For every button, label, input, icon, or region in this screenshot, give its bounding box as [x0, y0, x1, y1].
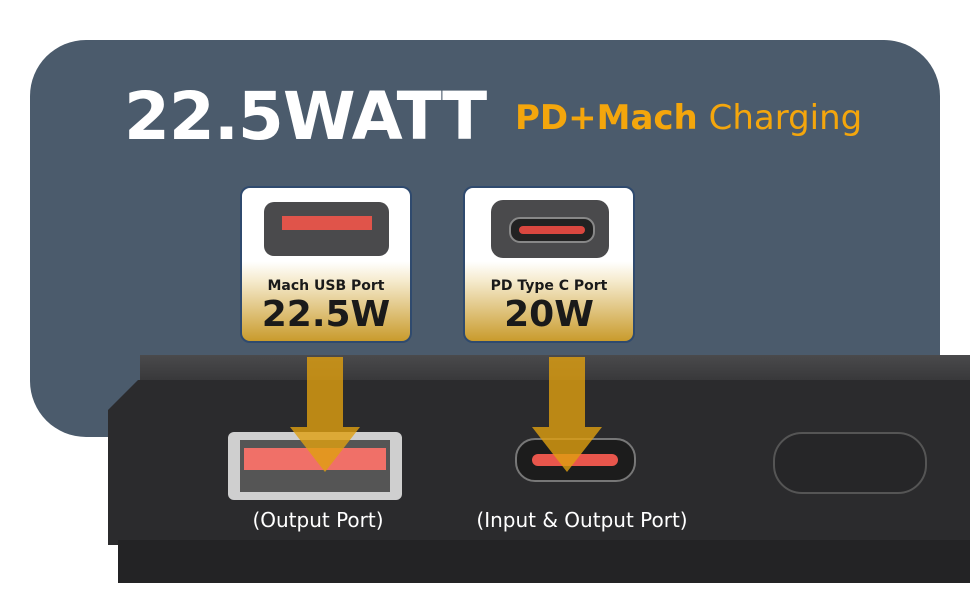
subtitle-bold: PD+Mach: [515, 98, 698, 138]
pd-type-c-card: PD Type C Port 20W: [463, 186, 635, 343]
input-output-port-label: (Input & Output Port): [476, 508, 688, 532]
power-button: [773, 432, 927, 494]
card-label: PD Type C Port: [490, 278, 608, 294]
arrow-down-icon: [532, 357, 602, 472]
card-value: 22.5W: [261, 294, 391, 335]
card-value: 20W: [504, 294, 594, 335]
subtitle: PD+Mach Charging: [515, 98, 862, 138]
usb-a-port-icon: [264, 202, 389, 256]
card-label: Mach USB Port: [267, 278, 385, 294]
output-port-label: (Output Port): [252, 508, 384, 532]
arrow-down-icon: [290, 357, 360, 472]
device-bottom-edge: [118, 540, 970, 583]
usb-c-port-icon: [491, 200, 609, 258]
subtitle-regular: Charging: [708, 98, 863, 138]
headline: 22.5WATT: [124, 78, 487, 155]
mach-usb-card: Mach USB Port 22.5W: [240, 186, 412, 343]
